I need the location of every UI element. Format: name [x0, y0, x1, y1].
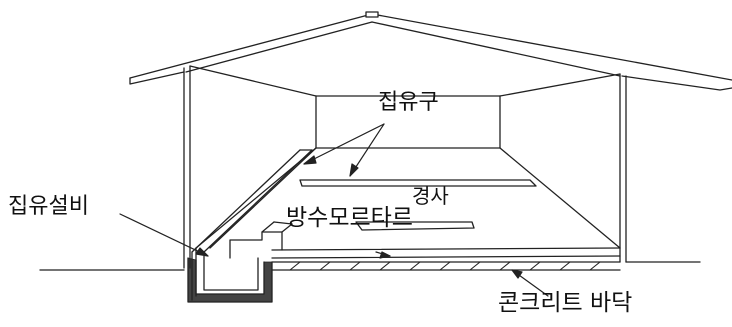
walls — [39, 65, 701, 271]
slope-label: 경사 — [412, 184, 449, 208]
oil-inlet-label: 집유구 — [378, 90, 439, 115]
oil-inlet-slot — [299, 179, 537, 187]
oil-collection-device-label: 집유설비 — [8, 194, 89, 219]
oil-collection-pit — [187, 221, 293, 303]
leader-lines — [119, 123, 549, 297]
oil-inlet-leader-1 — [303, 123, 385, 165]
oil-gutter — [191, 147, 317, 301]
right-floor-edge — [499, 147, 621, 249]
concrete-floor-slab — [271, 247, 621, 271]
oil-device-leader — [119, 213, 209, 257]
waterproof-mortar-label: 방수모르타르 — [286, 205, 413, 231]
roof — [129, 11, 732, 91]
concrete-floor-label: 콘크리트 바닥 — [498, 290, 633, 316]
slope-arrow — [355, 221, 475, 231]
